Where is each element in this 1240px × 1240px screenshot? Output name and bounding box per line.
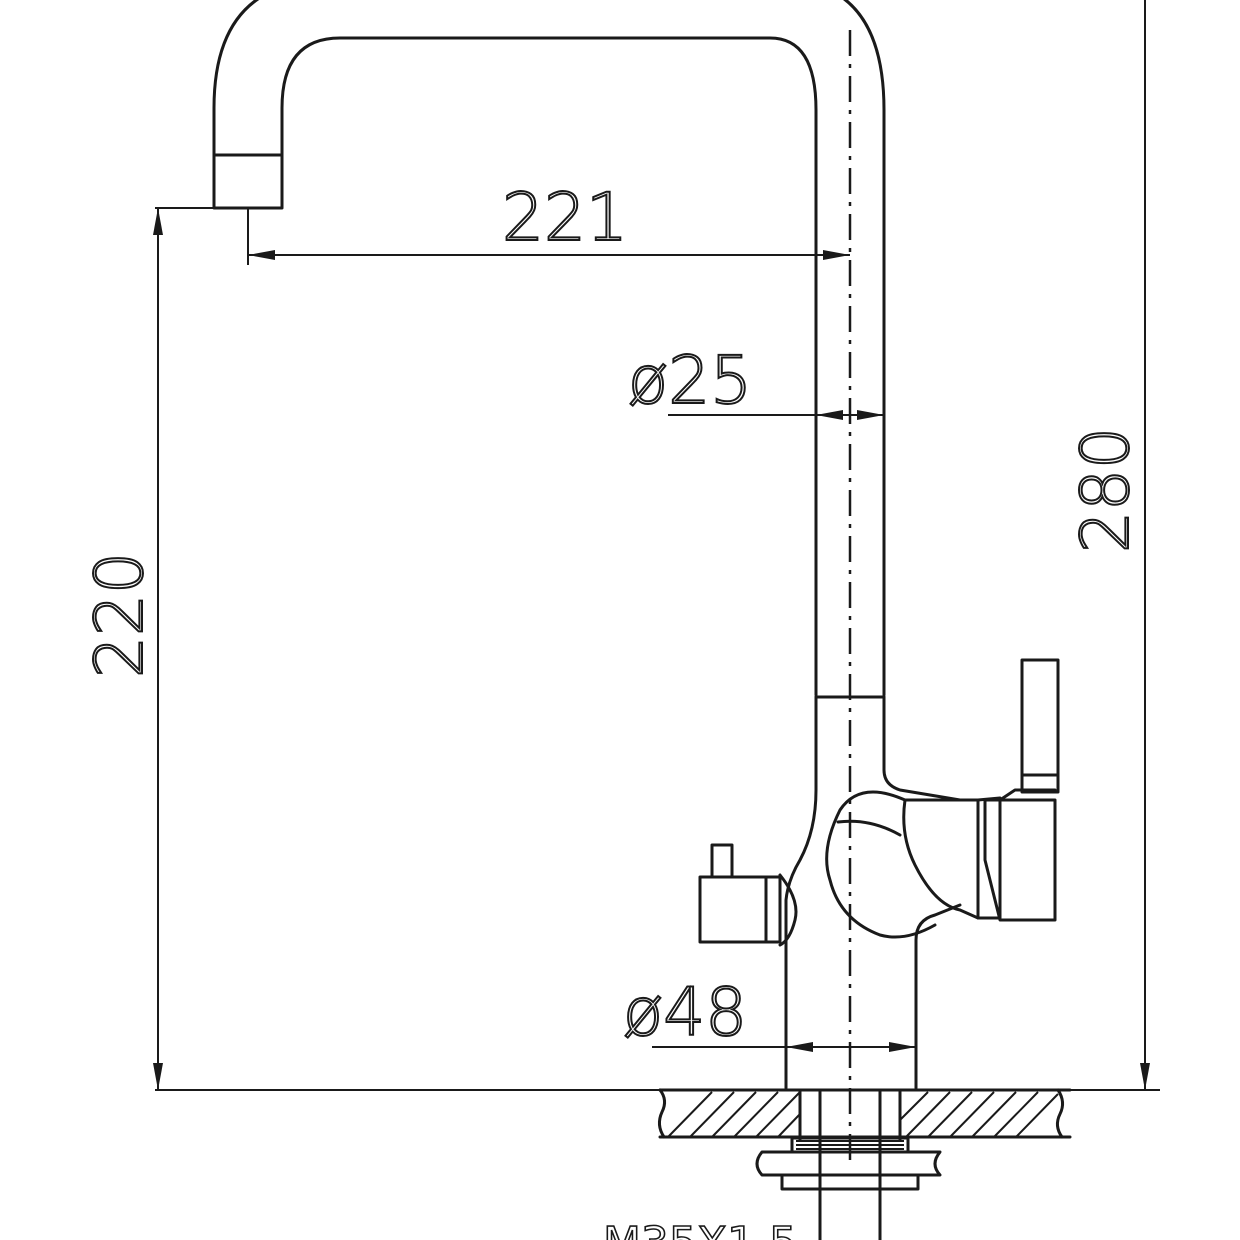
dimension-base-diameter: ø48 bbox=[622, 973, 916, 1052]
dimension-spout-reach: 221 bbox=[247, 178, 850, 265]
filter-valve-knob bbox=[698, 843, 798, 947]
dimension-total-height: 280 bbox=[1066, 0, 1160, 1091]
total-height-label: 280 bbox=[1067, 427, 1144, 553]
dimension-spout-height: 220 bbox=[80, 207, 660, 1091]
dimension-spout-diameter: ø25 bbox=[627, 341, 884, 420]
spout-reach-label: 221 bbox=[502, 179, 628, 256]
faucet-body bbox=[784, 658, 1060, 1090]
spout-height-label: 220 bbox=[81, 552, 158, 678]
thread-label: M35X1.5 bbox=[603, 1218, 797, 1240]
spout-diameter-label: ø25 bbox=[628, 342, 752, 419]
mounting-shank bbox=[755, 1088, 942, 1240]
spout bbox=[212, 0, 886, 699]
countertop bbox=[657, 1088, 1072, 1139]
base-diameter-label: ø48 bbox=[623, 974, 747, 1051]
